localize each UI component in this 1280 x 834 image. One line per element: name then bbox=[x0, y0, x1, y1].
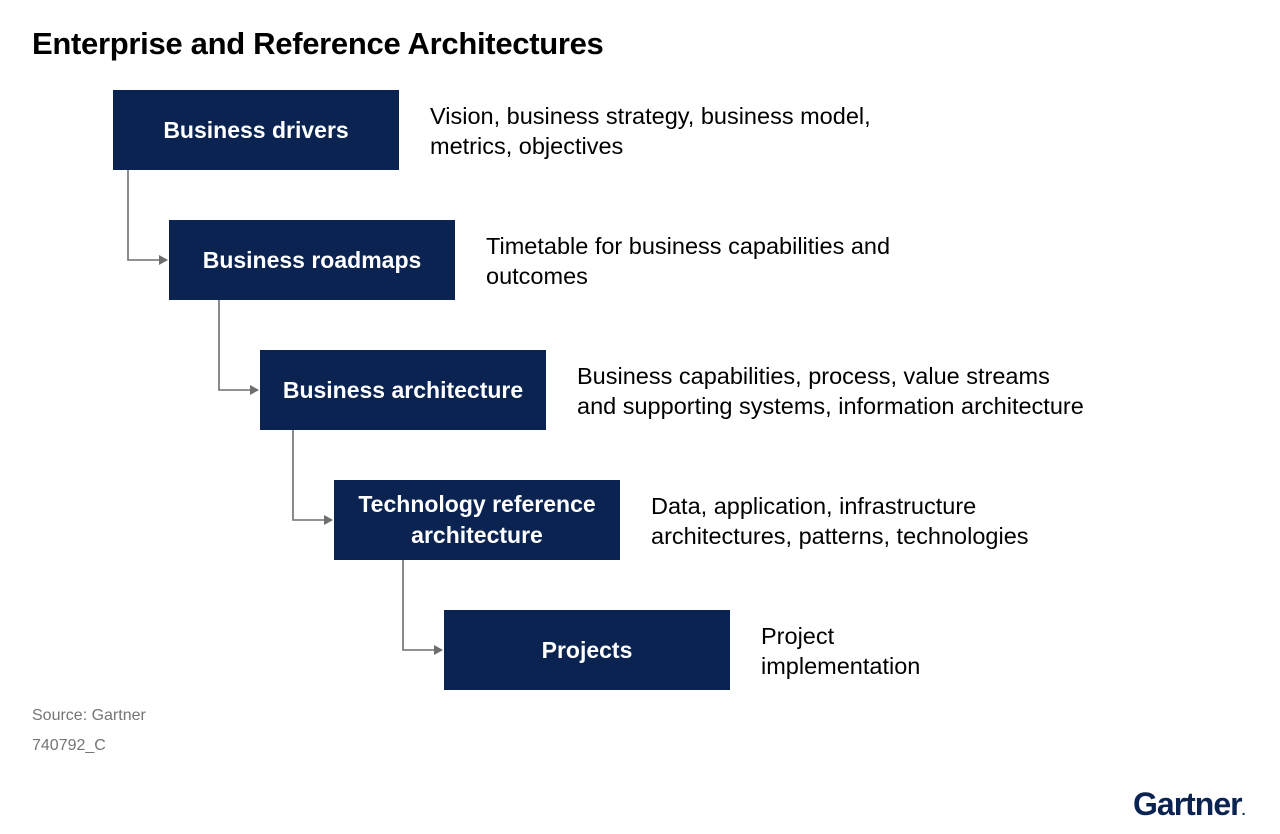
diagram-title: Enterprise and Reference Architectures bbox=[32, 26, 604, 61]
desc-technology-reference-architecture: Data, application, infrastructure archit… bbox=[651, 493, 1029, 549]
desc-business-drivers: Vision, business strategy, business mode… bbox=[430, 103, 871, 159]
connector-arrow-1 bbox=[127, 170, 168, 265]
box-label-business-drivers: Business drivers bbox=[163, 116, 349, 143]
desc-business-roadmaps: Timetable for business capabilities and … bbox=[486, 233, 891, 289]
box-label-projects: Projects bbox=[541, 636, 633, 663]
desc-projects: Project implementation bbox=[761, 623, 921, 679]
connector-arrow-3 bbox=[292, 430, 333, 525]
box-label-business-architecture: Business architecture bbox=[282, 376, 524, 403]
desc-business-architecture: Business capabilities, process, value st… bbox=[577, 363, 1084, 419]
gartner-logo: Gartner. bbox=[1133, 786, 1245, 823]
box-technology-reference-architecture: Technology reference architecture bbox=[334, 480, 620, 560]
box-projects: Projects bbox=[444, 610, 730, 690]
connector-arrow-2 bbox=[218, 300, 259, 395]
box-label-technology-reference-architecture: Technology reference architecture bbox=[358, 491, 596, 548]
box-business-roadmaps: Business roadmaps bbox=[169, 220, 455, 300]
logo-text: Gartner bbox=[1133, 786, 1243, 822]
connector-arrow-4 bbox=[402, 560, 443, 655]
figure-id: 740792_C bbox=[32, 737, 106, 754]
source-note: Source: Gartner bbox=[32, 707, 146, 724]
box-label-business-roadmaps: Business roadmaps bbox=[202, 246, 422, 273]
box-business-drivers: Business drivers bbox=[113, 90, 399, 170]
logo-dot: . bbox=[1241, 802, 1246, 818]
box-business-architecture: Business architecture bbox=[260, 350, 546, 430]
